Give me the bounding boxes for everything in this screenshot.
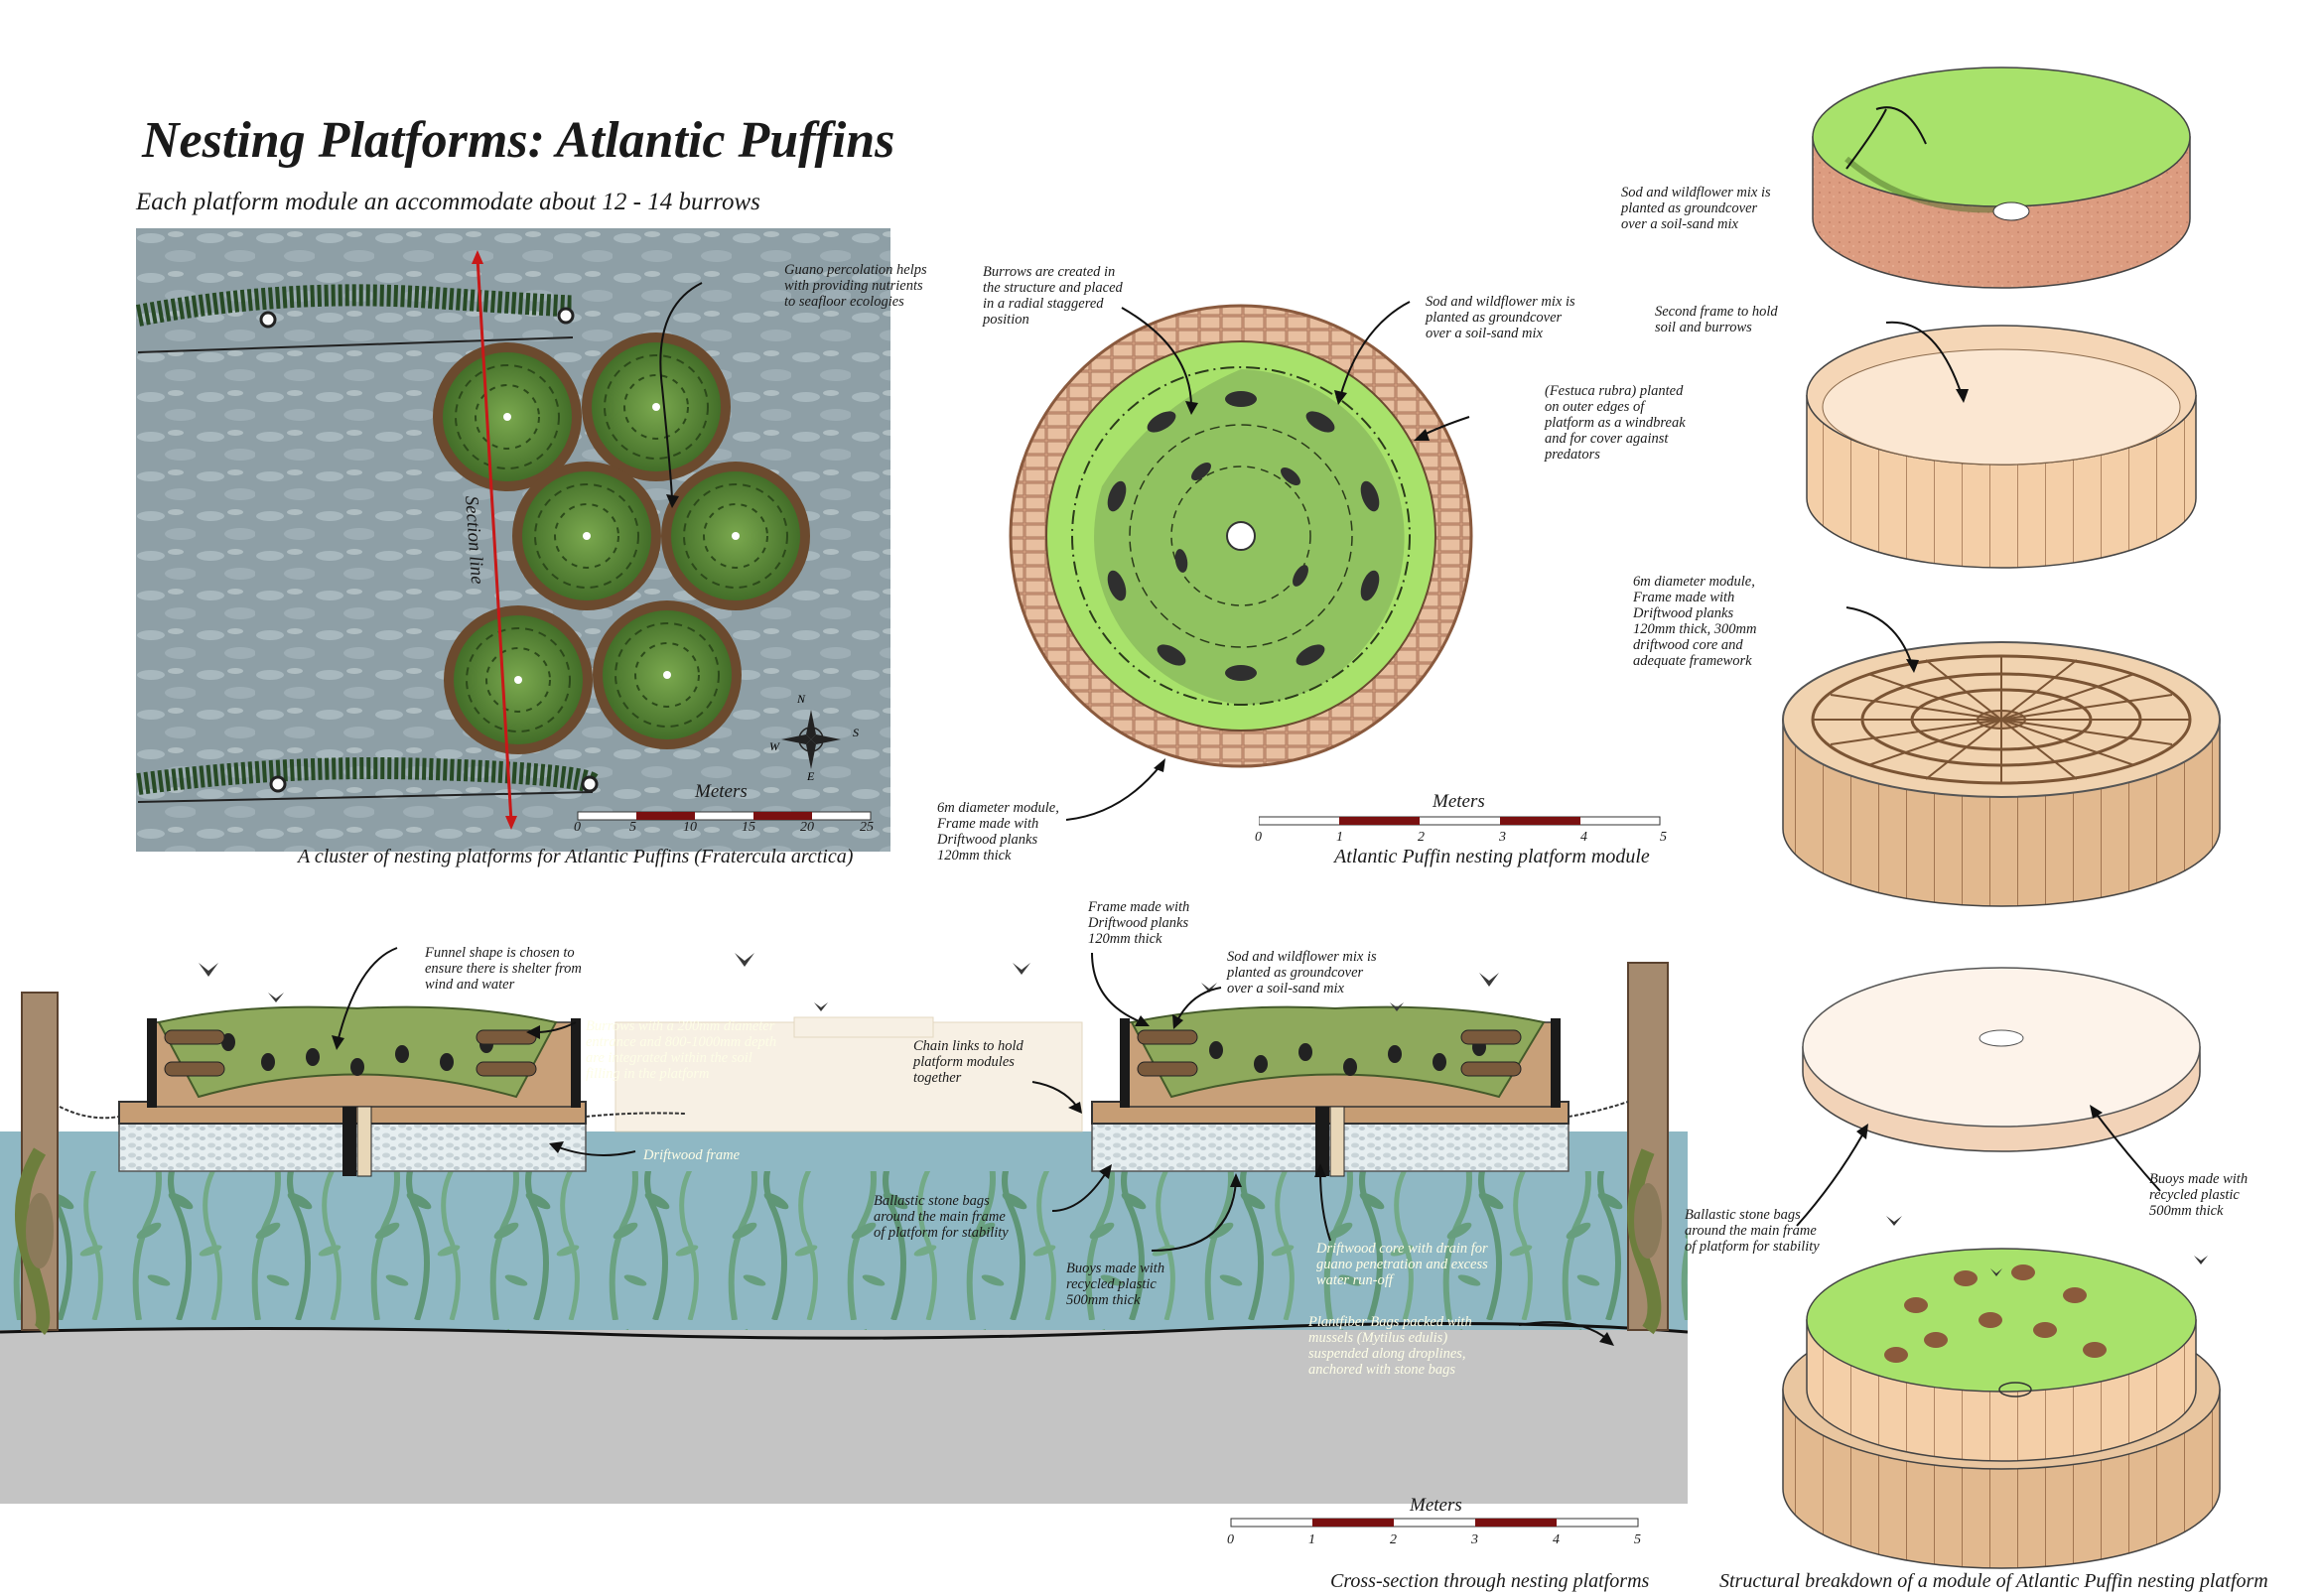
puffin-birds bbox=[1886, 1216, 2208, 1276]
driftwood-core bbox=[342, 1107, 356, 1176]
breakdown-buoys-note: Buoys made with recycled plastic 500mm t… bbox=[2149, 1171, 2249, 1219]
funnel-note: Funnel shape is chosen to ensure there i… bbox=[425, 945, 582, 993]
section-caption: Cross-section through nesting platforms bbox=[1330, 1570, 1650, 1592]
kelp-line-bottom bbox=[136, 757, 601, 795]
section-line bbox=[476, 257, 513, 823]
section-scale-bar bbox=[1230, 1518, 1639, 1528]
module-scale-tick: 4 bbox=[1580, 830, 1587, 845]
plan-scale-bar bbox=[577, 811, 872, 821]
platform-cluster bbox=[433, 332, 810, 754]
seafloor bbox=[0, 1330, 1688, 1504]
second-frame-note: Second frame to hold soil and burrows bbox=[1655, 304, 1778, 335]
buoy-marker bbox=[581, 775, 599, 793]
plan-scale-tick: 25 bbox=[860, 820, 874, 835]
compass-w: W bbox=[769, 739, 780, 753]
module-diameter-note: 6m diameter module, Frame made with Drif… bbox=[937, 800, 1059, 864]
core-note: Driftwood core with drain for guano pene… bbox=[1316, 1241, 1488, 1288]
plan-scale-tick: 10 bbox=[683, 820, 697, 835]
plan-caption: A cluster of nesting platforms for Atlan… bbox=[298, 846, 854, 867]
burrows-note: Burrows are created in the structure and… bbox=[983, 264, 1123, 328]
layer-sod-disc bbox=[1812, 66, 2191, 289]
layer-assembled-module bbox=[1782, 1248, 2221, 1569]
module-caption: Atlantic Puffin nesting platform module bbox=[1334, 846, 1650, 867]
buoy-marker bbox=[259, 311, 277, 329]
buoy-marker bbox=[269, 775, 287, 793]
breakdown-module-note: 6m diameter module, Frame made with Drif… bbox=[1633, 574, 1757, 669]
module-diameter-leader bbox=[1065, 758, 1165, 821]
plan-scale-tick: 5 bbox=[629, 820, 636, 835]
module-scale-tick: 1 bbox=[1336, 830, 1343, 845]
mooring-post-left bbox=[15, 992, 59, 1335]
section-sod-note: Sod and wildflower mix is planted as gro… bbox=[1227, 949, 1377, 997]
plan-scale-tick: 0 bbox=[574, 820, 581, 835]
layer-second-frame bbox=[1806, 325, 2197, 569]
breakdown-caption: Structural breakdown of a module of Atla… bbox=[1719, 1570, 2268, 1592]
page-subtitle: Each platform module an accommodate abou… bbox=[136, 189, 760, 215]
compass-s: S bbox=[853, 726, 859, 739]
driftwood-core bbox=[1315, 1107, 1329, 1176]
sod-layer bbox=[157, 1005, 558, 1099]
module-scale-bar bbox=[1259, 816, 1661, 826]
page-title: Nesting Platforms: Atlantic Puffins bbox=[142, 112, 895, 169]
guano-note: Guano percolation helps with providing n… bbox=[784, 262, 927, 310]
section-scale-tick: 4 bbox=[1553, 1532, 1560, 1547]
module-scale-tick: 2 bbox=[1418, 830, 1425, 845]
module-scale-tick: 3 bbox=[1499, 830, 1506, 845]
compass-n: N bbox=[796, 692, 806, 706]
chain-note: Chain links to hold platform modules tog… bbox=[913, 1038, 1024, 1086]
breakdown-sod-note: Sod and wildflower mix is planted as gro… bbox=[1621, 185, 1771, 232]
buoy-marker bbox=[557, 307, 575, 325]
drain-hole bbox=[1226, 521, 1256, 551]
plan-scale-tick: 15 bbox=[742, 820, 755, 835]
layer-buoy-disc bbox=[1802, 967, 2201, 1152]
kelp-line-top bbox=[136, 284, 585, 327]
kelp-forest bbox=[0, 1171, 1688, 1340]
module-sod-note: Sod and wildflower mix is planted as gro… bbox=[1426, 294, 1575, 341]
section-scale-tick: 2 bbox=[1390, 1532, 1397, 1547]
compass-rose bbox=[781, 710, 841, 769]
cluster-plan-view: Section line N S E W bbox=[136, 228, 890, 852]
platform-section-right bbox=[1091, 1005, 1570, 1177]
sod-layer bbox=[1130, 1005, 1546, 1099]
platform-section-left bbox=[118, 1005, 587, 1177]
background-wall bbox=[614, 1016, 1083, 1132]
module-scale-tick: 0 bbox=[1255, 830, 1262, 845]
burrow-depth-note: Burrows with a 200mm diameter entrance a… bbox=[586, 1018, 777, 1082]
section-scale-tick: 3 bbox=[1471, 1532, 1478, 1547]
module-scale-tick: 5 bbox=[1660, 830, 1667, 845]
module-scale-title: Meters bbox=[1433, 791, 1485, 812]
module-top-view bbox=[1009, 301, 1473, 768]
section-scale-tick: 1 bbox=[1308, 1532, 1315, 1547]
section-ballast-note: Ballastic stone bags around the main fra… bbox=[874, 1193, 1009, 1241]
layer-framework bbox=[1782, 641, 2221, 907]
section-scale-title: Meters bbox=[1410, 1495, 1462, 1516]
breakdown-ballast-note: Ballastic stone bags around the main fra… bbox=[1685, 1207, 1820, 1255]
section-scale-tick: 5 bbox=[1634, 1532, 1641, 1547]
mooring-post-right bbox=[1627, 962, 1669, 1335]
cross-section-view bbox=[0, 947, 1688, 1528]
section-scale-tick: 0 bbox=[1227, 1532, 1234, 1547]
plan-scale-title: Meters bbox=[695, 781, 748, 802]
section-buoys-note: Buoys made with recycled plastic 500mm t… bbox=[1066, 1261, 1165, 1308]
festuca-note: (Festuca rubra) planted on outer edges o… bbox=[1545, 383, 1686, 463]
compass-e: E bbox=[806, 769, 815, 783]
section-frame-note: Frame made with Driftwood planks 120mm t… bbox=[1088, 899, 1190, 947]
plantfiber-note: Plantfiber Bags packed with mussels (Myt… bbox=[1308, 1314, 1472, 1378]
burrow-entrances bbox=[1107, 391, 1380, 681]
driftwood-frame-note: Driftwood frame bbox=[643, 1147, 741, 1163]
structural-breakdown bbox=[1782, 66, 2221, 1569]
plan-scale-tick: 20 bbox=[800, 820, 814, 835]
